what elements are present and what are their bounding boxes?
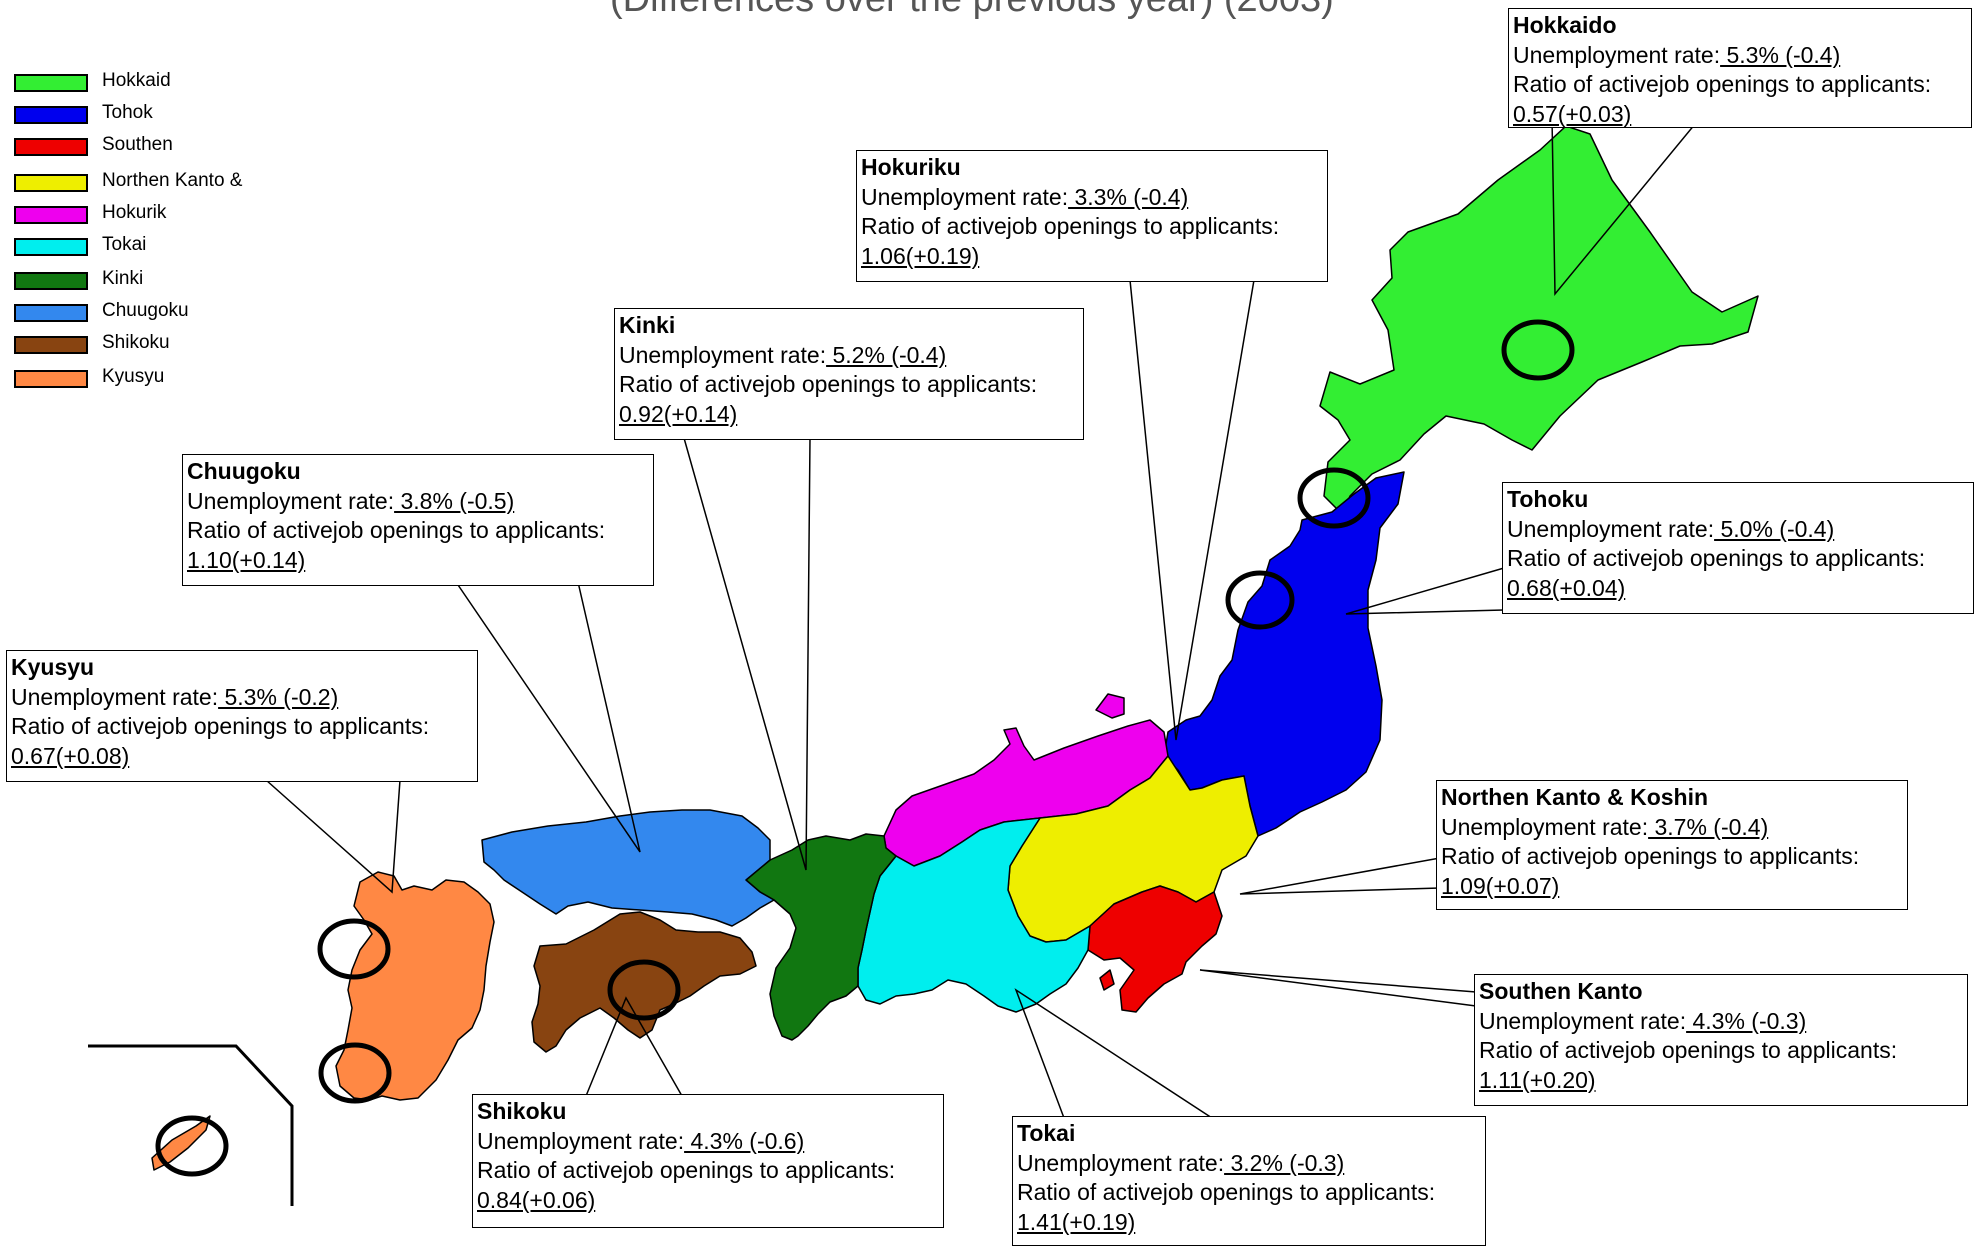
legend-label: Southen <box>102 134 173 155</box>
legend-swatch <box>14 336 88 354</box>
callout-tokai: Tokai Unemployment rate: 3.2% (-0.3) Rat… <box>1012 1116 1486 1246</box>
ratio-label: Ratio of activejob openings to applicant… <box>477 1157 896 1183</box>
legend-swatch <box>14 370 88 388</box>
region-name: Kyusyu <box>11 654 95 680</box>
legend-swatch <box>14 304 88 322</box>
legend-swatch <box>14 272 88 290</box>
region-name: Tokai <box>1017 1120 1076 1146</box>
callout-kyusyu: Kyusyu Unemployment rate: 5.3% (-0.2) Ra… <box>6 650 478 782</box>
region-name: Northen Kanto & Koshin <box>1441 784 1709 810</box>
region-name: Hokkaido <box>1513 12 1617 38</box>
callout-hokuriku: Hokuriku Unemployment rate: 3.3% (-0.4) … <box>856 150 1328 282</box>
legend-swatch <box>14 238 88 256</box>
callout-southen-kanto: Southen Kanto Unemployment rate: 4.3% (-… <box>1474 974 1968 1106</box>
region-kinki <box>745 833 897 1041</box>
ratio-value: 0.67(+0.08) <box>11 742 130 769</box>
ratio-value: 0.92(+0.14) <box>619 400 738 427</box>
legend-swatch <box>14 106 88 124</box>
unemployment-label: Unemployment rate: <box>1507 515 1715 542</box>
unemployment-value: 4.3% (-0.3) <box>1686 1007 1807 1034</box>
ratio-label: Ratio of activejob openings to applicant… <box>619 371 1038 397</box>
ratio-value: 1.11(+0.20) <box>1479 1066 1596 1093</box>
region-name: Tohoku <box>1507 486 1589 512</box>
unemployment-label: Unemployment rate: <box>619 341 827 368</box>
region-name: Kinki <box>619 312 676 338</box>
region-name: Shikoku <box>477 1098 567 1124</box>
legend-swatch <box>14 138 88 156</box>
ratio-label: Ratio of activejob openings to applicant… <box>861 213 1280 239</box>
legend-label: Shikoku <box>102 332 170 353</box>
unemployment-value: 3.3% (-0.4) <box>1068 183 1189 210</box>
unemployment-label: Unemployment rate: <box>1017 1149 1225 1176</box>
unemployment-label: Unemployment rate: <box>11 683 219 710</box>
region-name: Chuugoku <box>187 458 301 484</box>
unemployment-value: 3.8% (-0.5) <box>394 487 515 514</box>
legend-swatch <box>14 206 88 224</box>
legend-label: Hokurik <box>102 202 167 223</box>
legend-label: Tohok <box>102 102 153 123</box>
legend-label: Kinki <box>102 268 144 289</box>
ratio-value: 1.41(+0.19) <box>1017 1208 1136 1235</box>
region-name: Southen Kanto <box>1479 978 1643 1004</box>
callout-northen-kanto: Northen Kanto & Koshin Unemployment rate… <box>1436 780 1908 910</box>
region-tohoku <box>1163 471 1405 837</box>
ratio-value: 1.06(+0.19) <box>861 242 980 269</box>
ratio-value: 0.57(+0.03) <box>1513 100 1632 127</box>
callout-shikoku: Shikoku Unemployment rate: 4.3% (-0.6) R… <box>472 1094 944 1228</box>
unemployment-value: 5.3% (-0.4) <box>1720 41 1841 68</box>
callout-hokkaido: Hokkaido Unemployment rate: 5.3% (-0.4) … <box>1508 8 1972 128</box>
ratio-label: Ratio of activejob openings to applicant… <box>1017 1179 1436 1205</box>
region-southen-kanto <box>1087 885 1223 1013</box>
legend-label: Hokkaid <box>102 70 171 91</box>
ratio-value: 0.84(+0.06) <box>477 1186 596 1213</box>
unemployment-label: Unemployment rate: <box>477 1127 685 1154</box>
legend-label: Kyusyu <box>102 366 165 387</box>
unemployment-label: Unemployment rate: <box>1441 813 1649 840</box>
region-chuugoku <box>481 809 775 927</box>
unemployment-value: 5.3% (-0.2) <box>218 683 339 710</box>
unemployment-value: 3.2% (-0.3) <box>1224 1149 1345 1176</box>
unemployment-value: 5.0% (-0.4) <box>1714 515 1835 542</box>
region-kyusyu <box>335 871 495 1101</box>
callout-chuugoku: Chuugoku Unemployment rate: 3.8% (-0.5) … <box>182 454 654 586</box>
ratio-value: 1.09(+0.07) <box>1441 872 1560 899</box>
callout-kinki: Kinki Unemployment rate: 5.2% (-0.4) Rat… <box>614 308 1084 440</box>
ratio-value: 1.10(+0.14) <box>187 546 306 573</box>
ratio-label: Ratio of activejob openings to applicant… <box>11 713 430 739</box>
unemployment-label: Unemployment rate: <box>187 487 395 514</box>
ratio-label: Ratio of activejob openings to applicant… <box>1507 545 1926 571</box>
legend-label: Chuugoku <box>102 300 189 321</box>
legend-swatch <box>14 174 88 192</box>
figure-title: (Differences over the previous year) (20… <box>610 0 1334 21</box>
ratio-value: 0.68(+0.04) <box>1507 574 1626 601</box>
ratio-label: Ratio of activejob openings to applicant… <box>1479 1037 1898 1063</box>
legend-swatch <box>14 74 88 92</box>
ratio-label: Ratio of activejob openings to applicant… <box>187 517 606 543</box>
ratio-label: Ratio of activejob openings to applicant… <box>1513 71 1932 97</box>
ratio-label: Ratio of activejob openings to applicant… <box>1441 843 1860 869</box>
unemployment-value: 4.3% (-0.6) <box>684 1127 805 1154</box>
legend-label: Tokai <box>102 234 147 255</box>
unemployment-label: Unemployment rate: <box>1513 41 1721 68</box>
legend-label: Northen Kanto & <box>102 170 243 191</box>
unemployment-value: 5.2% (-0.4) <box>826 341 947 368</box>
unemployment-label: Unemployment rate: <box>861 183 1069 210</box>
callout-tohoku: Tohoku Unemployment rate: 5.0% (-0.4) Ra… <box>1502 482 1974 614</box>
unemployment-label: Unemployment rate: <box>1479 1007 1687 1034</box>
unemployment-value: 3.7% (-0.4) <box>1648 813 1769 840</box>
region-name: Hokuriku <box>861 154 961 180</box>
